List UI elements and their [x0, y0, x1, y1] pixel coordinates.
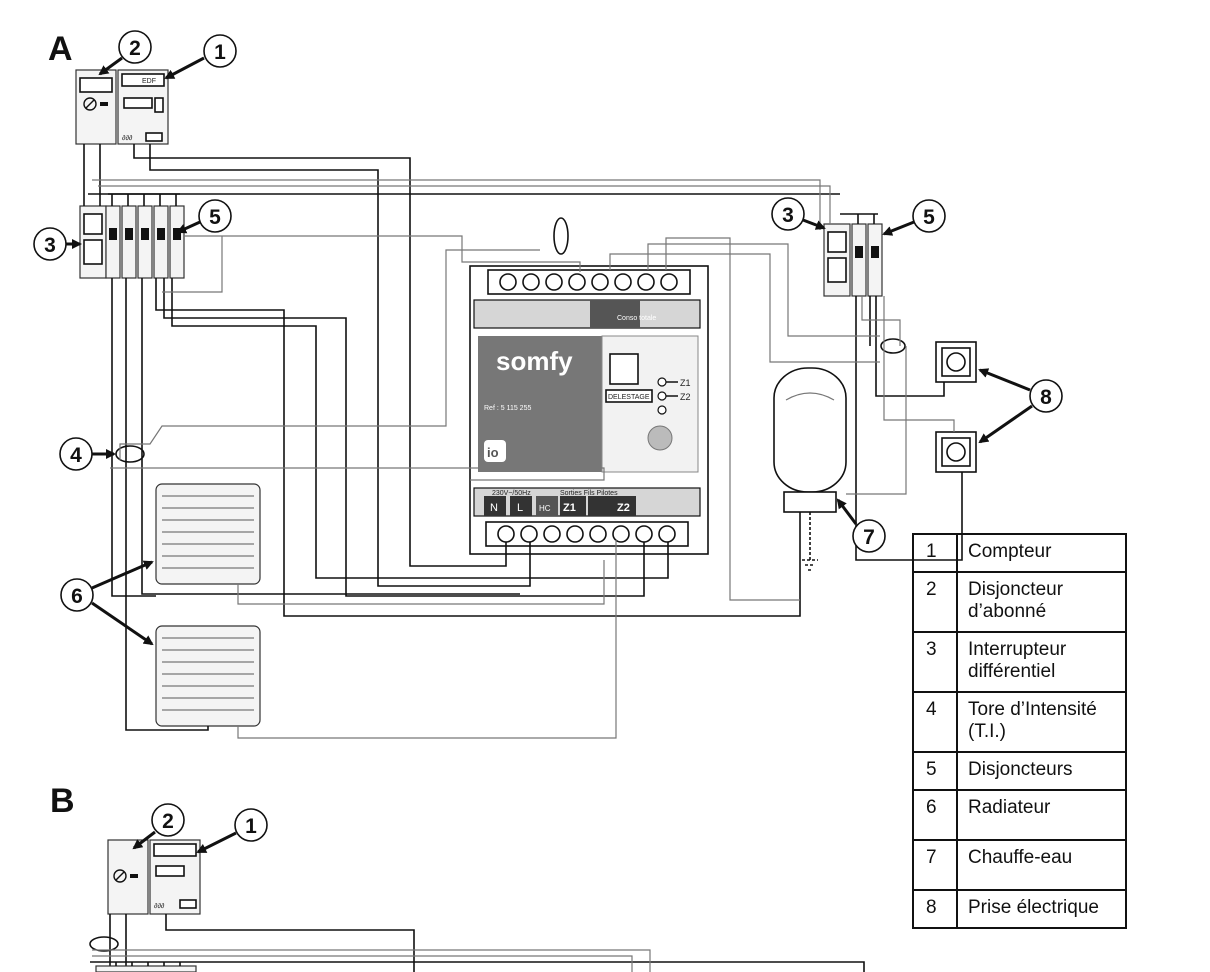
terminal-hc-label: HC — [539, 504, 551, 513]
callout-2-b: 2 — [132, 803, 185, 850]
electric-meter: EDF ∂∂∂ — [117, 69, 169, 145]
legend-number: 2 — [912, 571, 958, 633]
legend-label: Tore d’Intensité (T.I.) — [956, 691, 1127, 753]
legend-label: Radiateur — [956, 789, 1127, 841]
svg-text:2: 2 — [129, 37, 141, 60]
legend-number: 7 — [912, 839, 958, 891]
z1-label: Z1 — [680, 378, 691, 388]
delestage-label: DELESTAGE — [608, 394, 650, 401]
callout-5-a-right: 5 — [882, 199, 946, 236]
callout-1-b: 1 — [196, 808, 268, 854]
terminal-n-label: N — [490, 502, 498, 514]
black-wiring-b — [90, 914, 865, 972]
brand-logo: somfy — [496, 346, 573, 376]
legend-label: Compteur — [956, 533, 1127, 573]
section-label-b: B — [50, 782, 75, 820]
legend-label: Interrupteur différentiel — [956, 631, 1127, 693]
meter-label: EDF — [142, 78, 156, 85]
black-wiring — [83, 144, 963, 731]
svg-text:4: 4 — [70, 444, 82, 467]
svg-text:7: 7 — [863, 526, 875, 549]
terminal-z2-label: Z2 — [617, 502, 630, 514]
right-distribution-rail — [823, 213, 883, 297]
subscriber-breaker — [75, 69, 117, 145]
legend-number: 3 — [912, 631, 958, 693]
callout-4-a: 4 — [59, 437, 116, 471]
legend-label: Prise électrique — [956, 889, 1127, 929]
radiator-lower — [155, 625, 261, 727]
callout-6-a: 6 — [60, 560, 154, 646]
svg-text:1: 1 — [245, 815, 257, 838]
legend-number: 5 — [912, 751, 958, 791]
terminal-z1-label: Z1 — [563, 502, 576, 514]
svg-text:8: 8 — [1040, 386, 1052, 409]
callout-5-a-left: 5 — [176, 199, 232, 234]
grey-wiring-b — [92, 949, 651, 972]
svg-text:∂∂∂: ∂∂∂ — [122, 135, 133, 142]
legend-number: 1 — [912, 533, 958, 573]
callout-3-a-left: 3 — [33, 227, 82, 261]
svg-text:5: 5 — [923, 206, 935, 229]
water-heater — [773, 367, 847, 571]
callout-8-a: 8 — [978, 368, 1063, 444]
terminal-l-label: L — [517, 502, 523, 514]
legend-label: Chauffe-eau — [956, 839, 1127, 891]
sorties-label: Sorties Fils Pilotes — [560, 490, 618, 497]
svg-text:6: 6 — [71, 585, 83, 608]
legend-number: 8 — [912, 889, 958, 929]
legend-number: 6 — [912, 789, 958, 841]
callout-7-a: 7 — [836, 498, 886, 553]
subscriber-breaker-b — [107, 839, 149, 915]
callout-2-a: 2 — [98, 30, 152, 76]
svg-text:1: 1 — [214, 41, 226, 64]
electric-meter-b: ∂∂∂ — [149, 839, 201, 915]
legend-label: Disjoncteur d’abonné — [956, 571, 1127, 633]
svg-text:3: 3 — [782, 204, 794, 227]
distribution-rail-b — [95, 962, 197, 972]
radiator-upper — [155, 483, 261, 585]
conso-label: Conso totale — [617, 315, 656, 322]
svg-text:5: 5 — [209, 206, 221, 229]
z2-label: Z2 — [680, 392, 691, 402]
legend-number: 4 — [912, 691, 958, 753]
socket-lower — [935, 431, 977, 473]
somfy-load-shedding-module: Conso totale somfy Ref : 5 115 255 io DE… — [469, 265, 709, 555]
module-ref: Ref : 5 115 255 — [484, 405, 531, 412]
legend-label: Disjoncteurs — [956, 751, 1127, 791]
svg-text:3: 3 — [44, 234, 56, 257]
supply-label: 230V~/50Hz — [492, 490, 531, 497]
section-label-a: A — [48, 30, 73, 68]
left-distribution-rail — [79, 193, 185, 279]
svg-text:2: 2 — [162, 810, 174, 833]
socket-upper — [935, 341, 977, 383]
io-logo: io — [487, 445, 499, 460]
grey-wiring — [92, 179, 955, 739]
svg-text:∂∂∂: ∂∂∂ — [154, 903, 165, 910]
callout-1-a: 1 — [164, 34, 237, 80]
callout-3-a-right: 3 — [771, 197, 826, 231]
